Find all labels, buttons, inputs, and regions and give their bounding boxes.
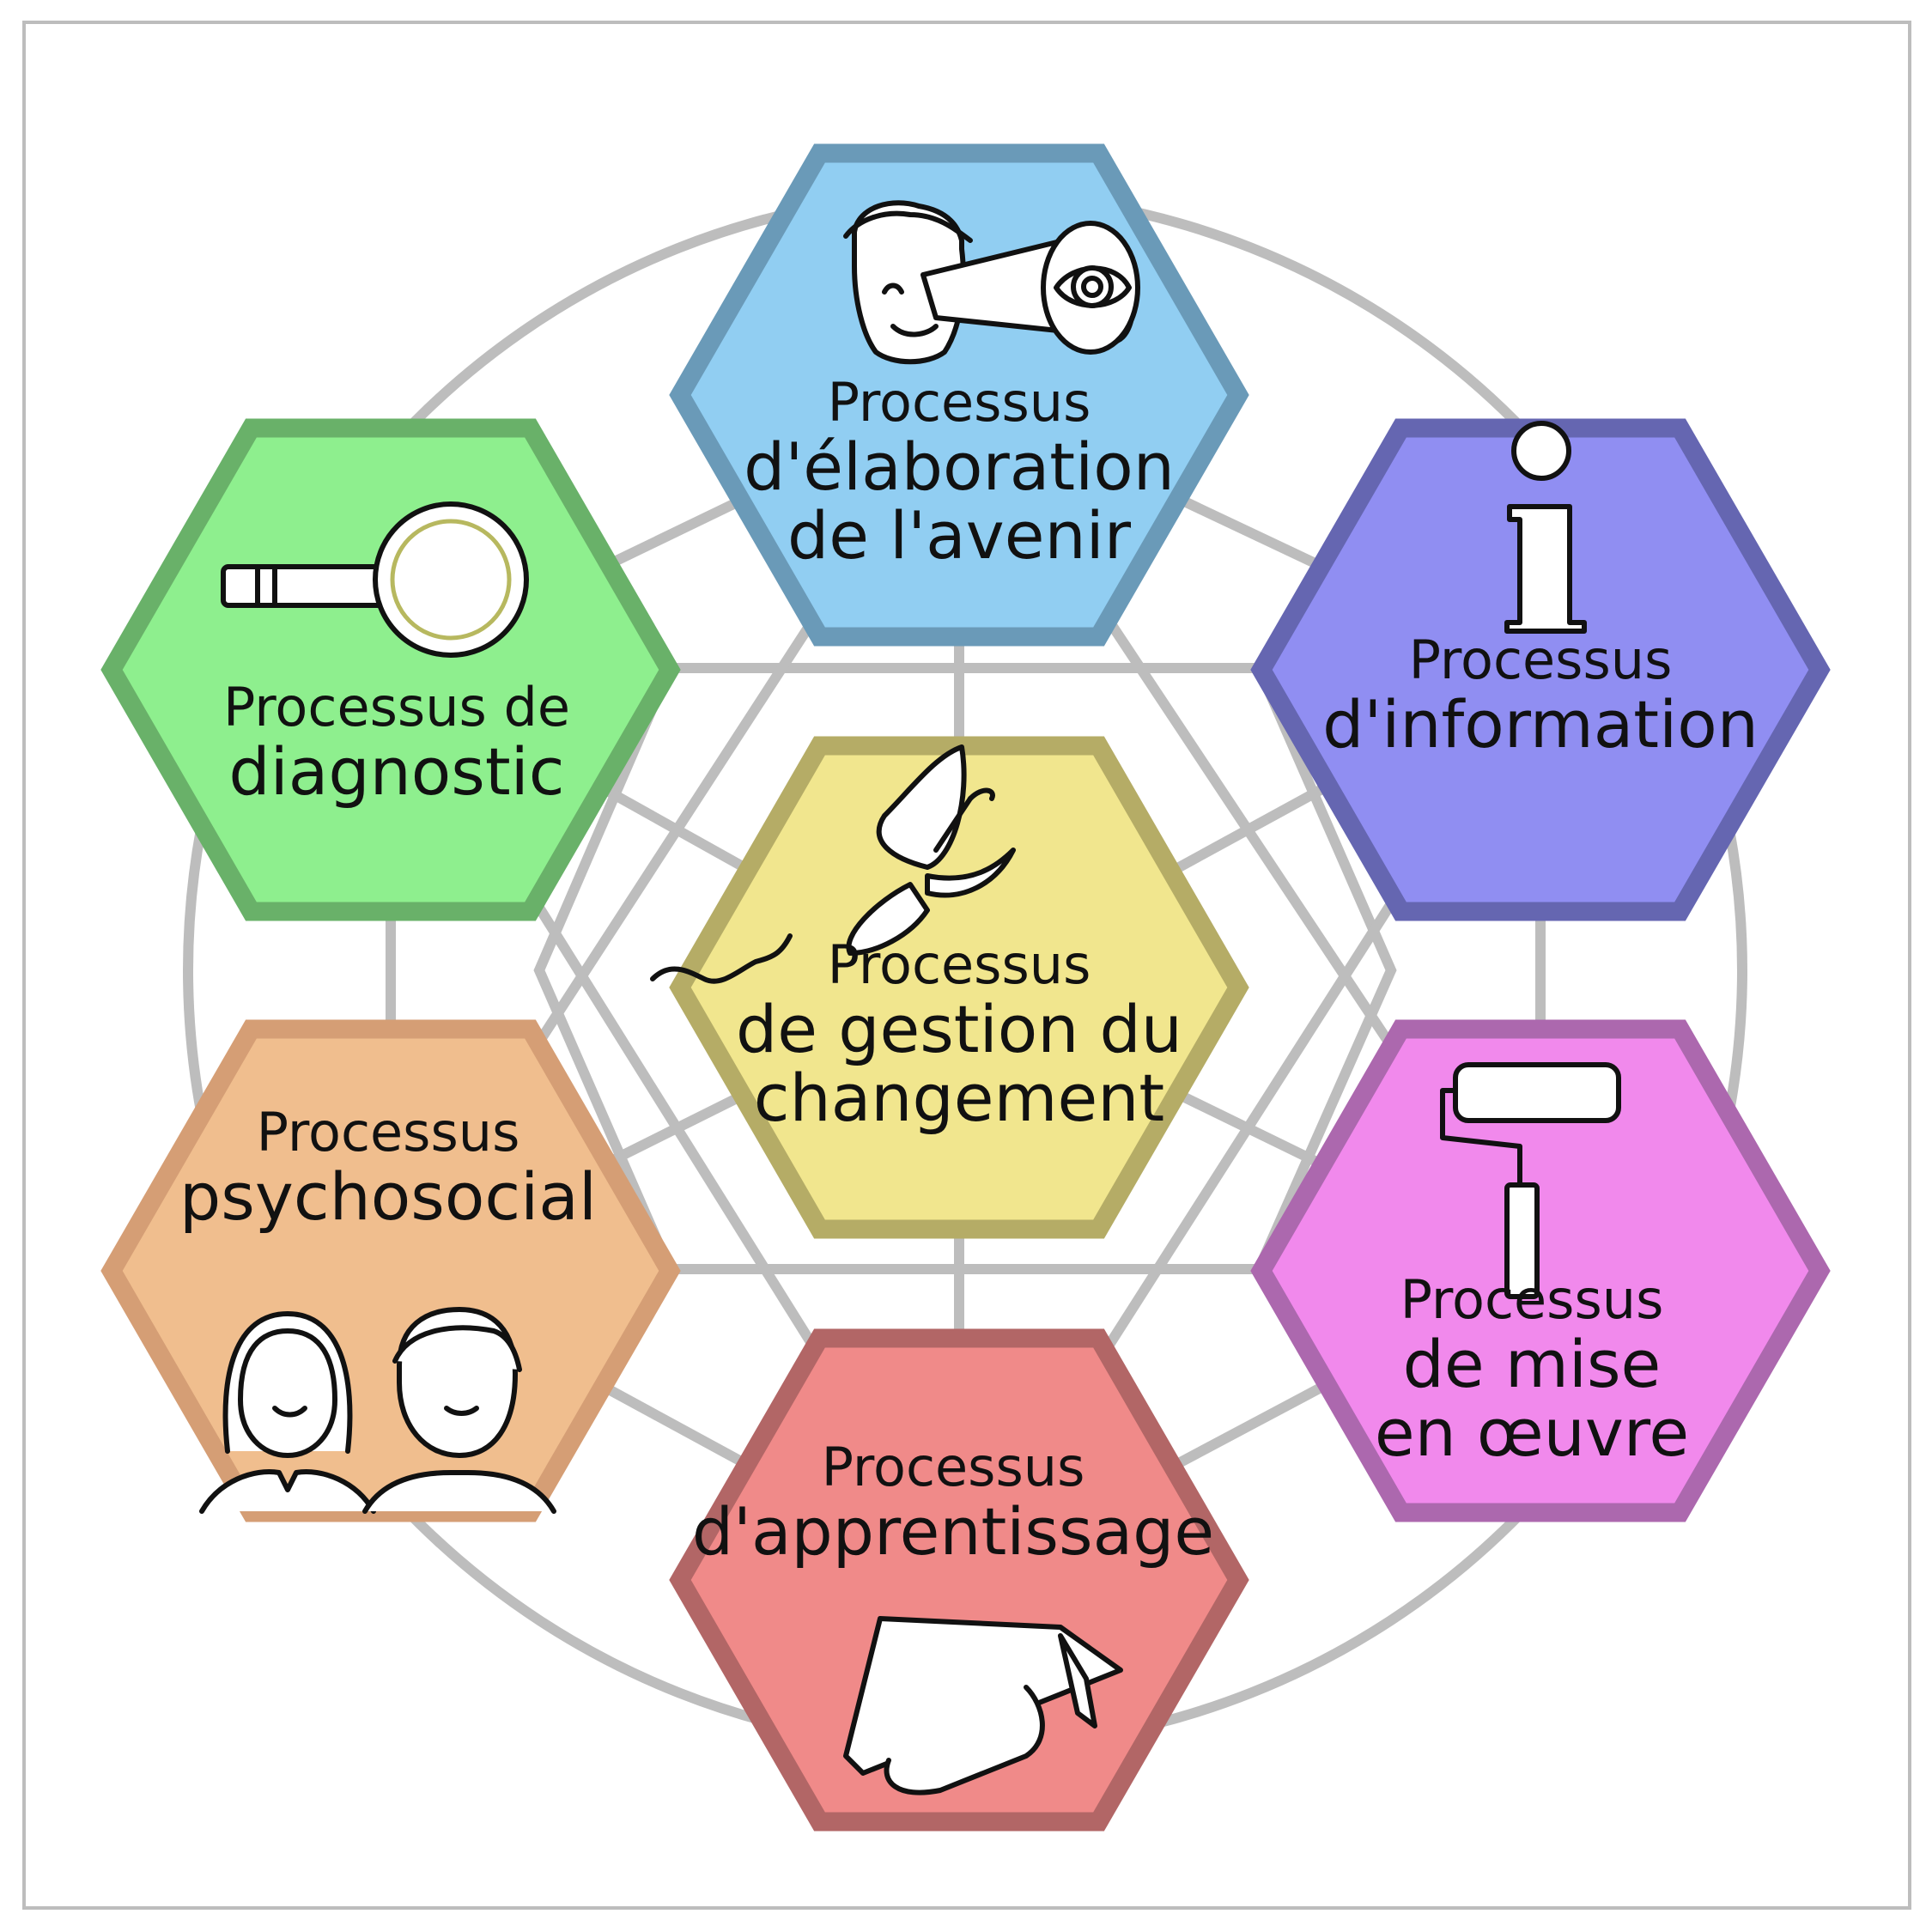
label-information-line-2: d'information <box>1322 686 1759 762</box>
info-icon <box>1504 421 1587 634</box>
label-diagnostic-line-2: diagnostic <box>228 733 564 810</box>
two-people-icon <box>199 1307 556 1514</box>
label-information-line-1: Processus <box>1409 629 1673 691</box>
label-apprentissage-line-1: Processus <box>822 1436 1085 1498</box>
label-mise-en-oeuvre-line-1: Processus <box>1400 1268 1664 1331</box>
hexagon-apprentissage <box>669 1328 1249 1832</box>
label-apprentissage-line-2: d'apprentissage <box>692 1493 1214 1570</box>
label-psychosocial-line-1: Processus <box>257 1101 520 1163</box>
hexagon-information <box>1250 418 1831 921</box>
label-psychosocial-line-2: psychosocial <box>179 1158 597 1235</box>
telescope-person-icon <box>843 200 1140 365</box>
label-mise-en-oeuvre-line-2: de mise <box>1403 1326 1662 1402</box>
hexagon-diagnostic <box>100 418 681 921</box>
label-center-line-2: de gestion du <box>736 991 1182 1067</box>
label-avenir-line-1: Processus <box>828 371 1091 434</box>
butterfly-caterpillar-icon <box>650 744 1016 984</box>
label-center-line-3: changement <box>754 1060 1164 1136</box>
hexagon-center <box>669 736 1249 1239</box>
label-center-line-1: Processus <box>828 933 1091 996</box>
label-avenir-line-3: de l'avenir <box>787 497 1132 574</box>
label-diagnostic-line-1: Processus de <box>223 676 570 738</box>
hexagon-mise-en-oeuvre <box>1250 1019 1831 1522</box>
label-avenir-line-2: d'élaboration <box>744 428 1175 505</box>
label-mise-en-oeuvre-line-3: en œuvre <box>1375 1394 1689 1471</box>
magnifying-glass-icon <box>221 501 529 658</box>
graduation-cap-icon <box>843 1616 1123 1795</box>
paint-roller-icon <box>1440 1062 1621 1299</box>
